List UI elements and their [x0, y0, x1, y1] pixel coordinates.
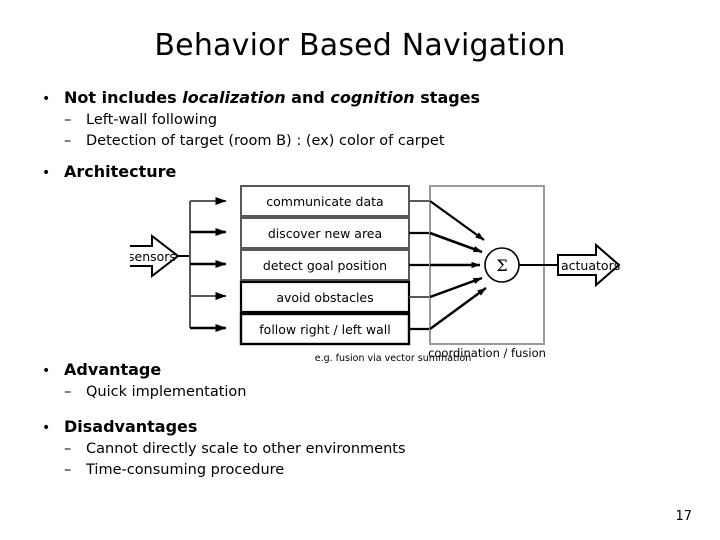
sigma-symbol: Σ: [496, 256, 507, 275]
sensors-label: sensors: [130, 249, 176, 264]
bullet-label: Architecture: [64, 162, 177, 181]
bullet-architecture: • Architecture: [36, 162, 176, 181]
bullet-text-localization: localization: [182, 88, 286, 107]
fusion-converging-arrows: [429, 200, 487, 330]
behavior-box-avoid-obstacles: avoid obstacles: [239, 280, 411, 314]
bullet-label: Disadvantages: [64, 417, 198, 436]
subbullet-label: Left-wall following: [86, 112, 218, 128]
bullet-marker-icon: •: [42, 91, 51, 107]
bullet-disadvantages: • Disadvantages: [36, 417, 197, 436]
subbullet-label: Quick implementation: [86, 384, 247, 400]
subbullet-detection-of-target: – Detection of target (room B) : (ex) co…: [64, 133, 445, 149]
subbullet-left-wall-following: – Left-wall following: [64, 112, 217, 128]
architecture-diagram: sensors communicate data discover: [130, 182, 620, 360]
behavior-box-discover-new-area: discover new area: [240, 217, 410, 249]
behavior-label-3: avoid obstacles: [276, 290, 373, 305]
behavior-feed-arrows: [190, 197, 227, 332]
subbullet-label: Time-consuming procedure: [86, 462, 285, 478]
behavior-label-0: communicate data: [266, 194, 383, 209]
bullet-text-part-a: Not includes: [64, 88, 183, 107]
bullet-marker-icon: •: [42, 363, 51, 379]
behavior-box-follow-wall: follow right / left wall: [239, 312, 411, 346]
bullet-text: Not includes localization and cognition …: [64, 88, 480, 107]
bullet-text-cognition: cognition: [330, 88, 415, 107]
bullet-text-part-e: stages: [414, 88, 481, 107]
bullet-not-includes: • Not includes localization and cognitio…: [36, 88, 480, 107]
dash-marker-icon: –: [64, 384, 72, 400]
bullet-label: Advantage: [64, 360, 162, 379]
dash-marker-icon: –: [64, 133, 72, 149]
behavior-box-detect-goal-position: detect goal position: [240, 249, 410, 281]
page-title: Behavior Based Navigation: [154, 28, 566, 63]
behavior-label-4: follow right / left wall: [259, 322, 390, 337]
behavior-box-communicate-data: communicate data: [240, 185, 410, 217]
bullet-marker-icon: •: [42, 165, 51, 181]
page-number: 17: [675, 509, 692, 524]
actuators-label: actuators: [561, 258, 620, 273]
subbullet-quick-implementation: – Quick implementation: [64, 384, 247, 400]
dash-marker-icon: –: [64, 441, 72, 457]
behavior-output-lines: [409, 200, 430, 331]
fusion-sigma-node: Σ: [484, 247, 520, 283]
subbullet-cannot-scale: – Cannot directly scale to other environ…: [64, 441, 406, 457]
dash-marker-icon: –: [64, 112, 72, 128]
fusion-caption: coordination / fusion: [428, 346, 546, 360]
subbullet-label: Detection of target (room B) : (ex) colo…: [86, 133, 445, 149]
fusion-subcaption: e.g. fusion via vector summation: [314, 353, 472, 364]
sensors-input-arrow: sensors: [130, 233, 180, 279]
actuators-output-arrow: actuators: [557, 242, 620, 288]
bullet-marker-icon: •: [42, 420, 51, 436]
subbullet-label: Cannot directly scale to other environme…: [86, 441, 406, 457]
bullet-text-part-c: and: [285, 88, 331, 107]
bullet-advantage: • Advantage: [36, 360, 161, 379]
behavior-label-1: discover new area: [268, 226, 382, 241]
behavior-label-2: detect goal position: [263, 258, 387, 273]
dash-marker-icon: –: [64, 462, 72, 478]
subbullet-time-consuming: – Time-consuming procedure: [64, 462, 284, 478]
